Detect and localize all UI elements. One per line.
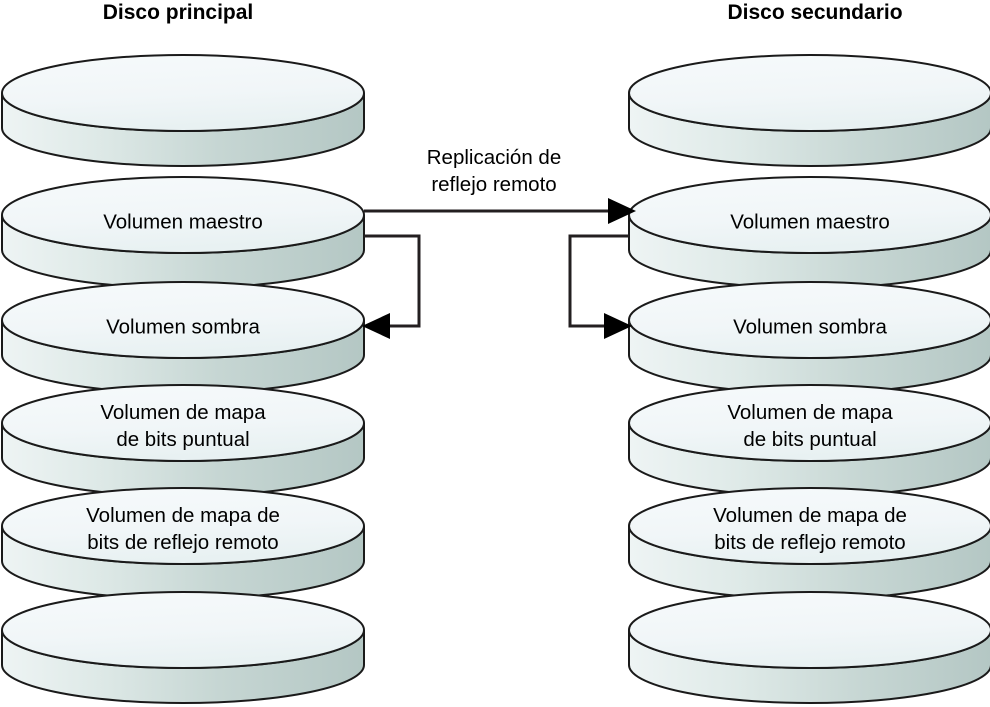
disk-secondary-0[interactable] (628, 54, 990, 167)
disk-primary-0[interactable] (1, 54, 365, 167)
disk-label-rm-bitmap-line1: Volumen de mapa de (86, 504, 280, 527)
stack-title-primary: Disco principal (103, 1, 254, 24)
stack-title-secondary: Disco secundario (727, 1, 902, 24)
disk-face (628, 487, 990, 565)
disk-label-master: Volumen maestro (730, 210, 890, 233)
disk-primary-1[interactable]: Volumen maestro (1, 176, 365, 289)
disk-face (628, 54, 990, 132)
connector-secondary-master-to-shadow[interactable] (568, 234, 632, 339)
disk-face (628, 176, 990, 254)
connector-remote-mirror-replication[interactable] (364, 198, 636, 224)
disk-face (628, 281, 990, 359)
disk-secondary-3[interactable]: Volumen de mapa de bits puntual (628, 384, 990, 497)
disk-secondary-1[interactable]: Volumen maestro (628, 176, 990, 289)
disk-stack-secondary: Volumen maestro Volumen sombra Volumen d… (628, 54, 990, 704)
arrow-head-icon (604, 313, 632, 339)
flow-label-line2: reflejo remoto (431, 173, 556, 196)
disk-secondary-2[interactable]: Volumen sombra (628, 281, 990, 394)
disk-label-rm-bitmap-line1: Volumen de mapa de (713, 504, 907, 527)
disk-primary-5[interactable] (1, 591, 365, 704)
disk-primary-3[interactable]: Volumen de mapa de bits puntual (1, 384, 365, 497)
disk-secondary-4[interactable]: Volumen de mapa de bits de reflejo remot… (628, 487, 990, 600)
disk-label-pit-bitmap-line1: Volumen de mapa (100, 401, 266, 424)
disk-face (1, 176, 365, 254)
disk-secondary-5[interactable] (628, 591, 990, 704)
connector-primary-master-to-shadow[interactable] (362, 234, 421, 339)
disk-face (1, 54, 365, 132)
disk-face (628, 591, 990, 669)
connector-line (364, 234, 421, 328)
disk-label-pit-bitmap-line2: de bits puntual (743, 428, 876, 451)
disk-face (1, 281, 365, 359)
arrow-head-icon (608, 198, 636, 224)
flow-label-line1: Replicación de (427, 146, 561, 169)
disk-label-shadow: Volumen sombra (106, 315, 260, 338)
connector-group (362, 198, 636, 339)
disk-label-shadow: Volumen sombra (733, 315, 887, 338)
disk-face (628, 384, 990, 462)
disk-face (1, 487, 365, 565)
arrow-head-icon (362, 313, 390, 339)
disk-face (1, 384, 365, 462)
disk-primary-4[interactable]: Volumen de mapa de bits de reflejo remot… (1, 487, 365, 600)
disk-label-pit-bitmap-line2: de bits puntual (116, 428, 249, 451)
disk-label-pit-bitmap-line1: Volumen de mapa (727, 401, 893, 424)
disk-face (1, 591, 365, 669)
disk-primary-2[interactable]: Volumen sombra (1, 281, 365, 394)
disk-label-rm-bitmap-line2: bits de reflejo remoto (87, 531, 278, 554)
connector-line (568, 234, 629, 328)
disk-label-rm-bitmap-line2: bits de reflejo remoto (714, 531, 905, 554)
disk-stack-primary: Volumen maestro Volumen sombra Volumen d… (1, 54, 365, 704)
disk-label-master: Volumen maestro (103, 210, 263, 233)
